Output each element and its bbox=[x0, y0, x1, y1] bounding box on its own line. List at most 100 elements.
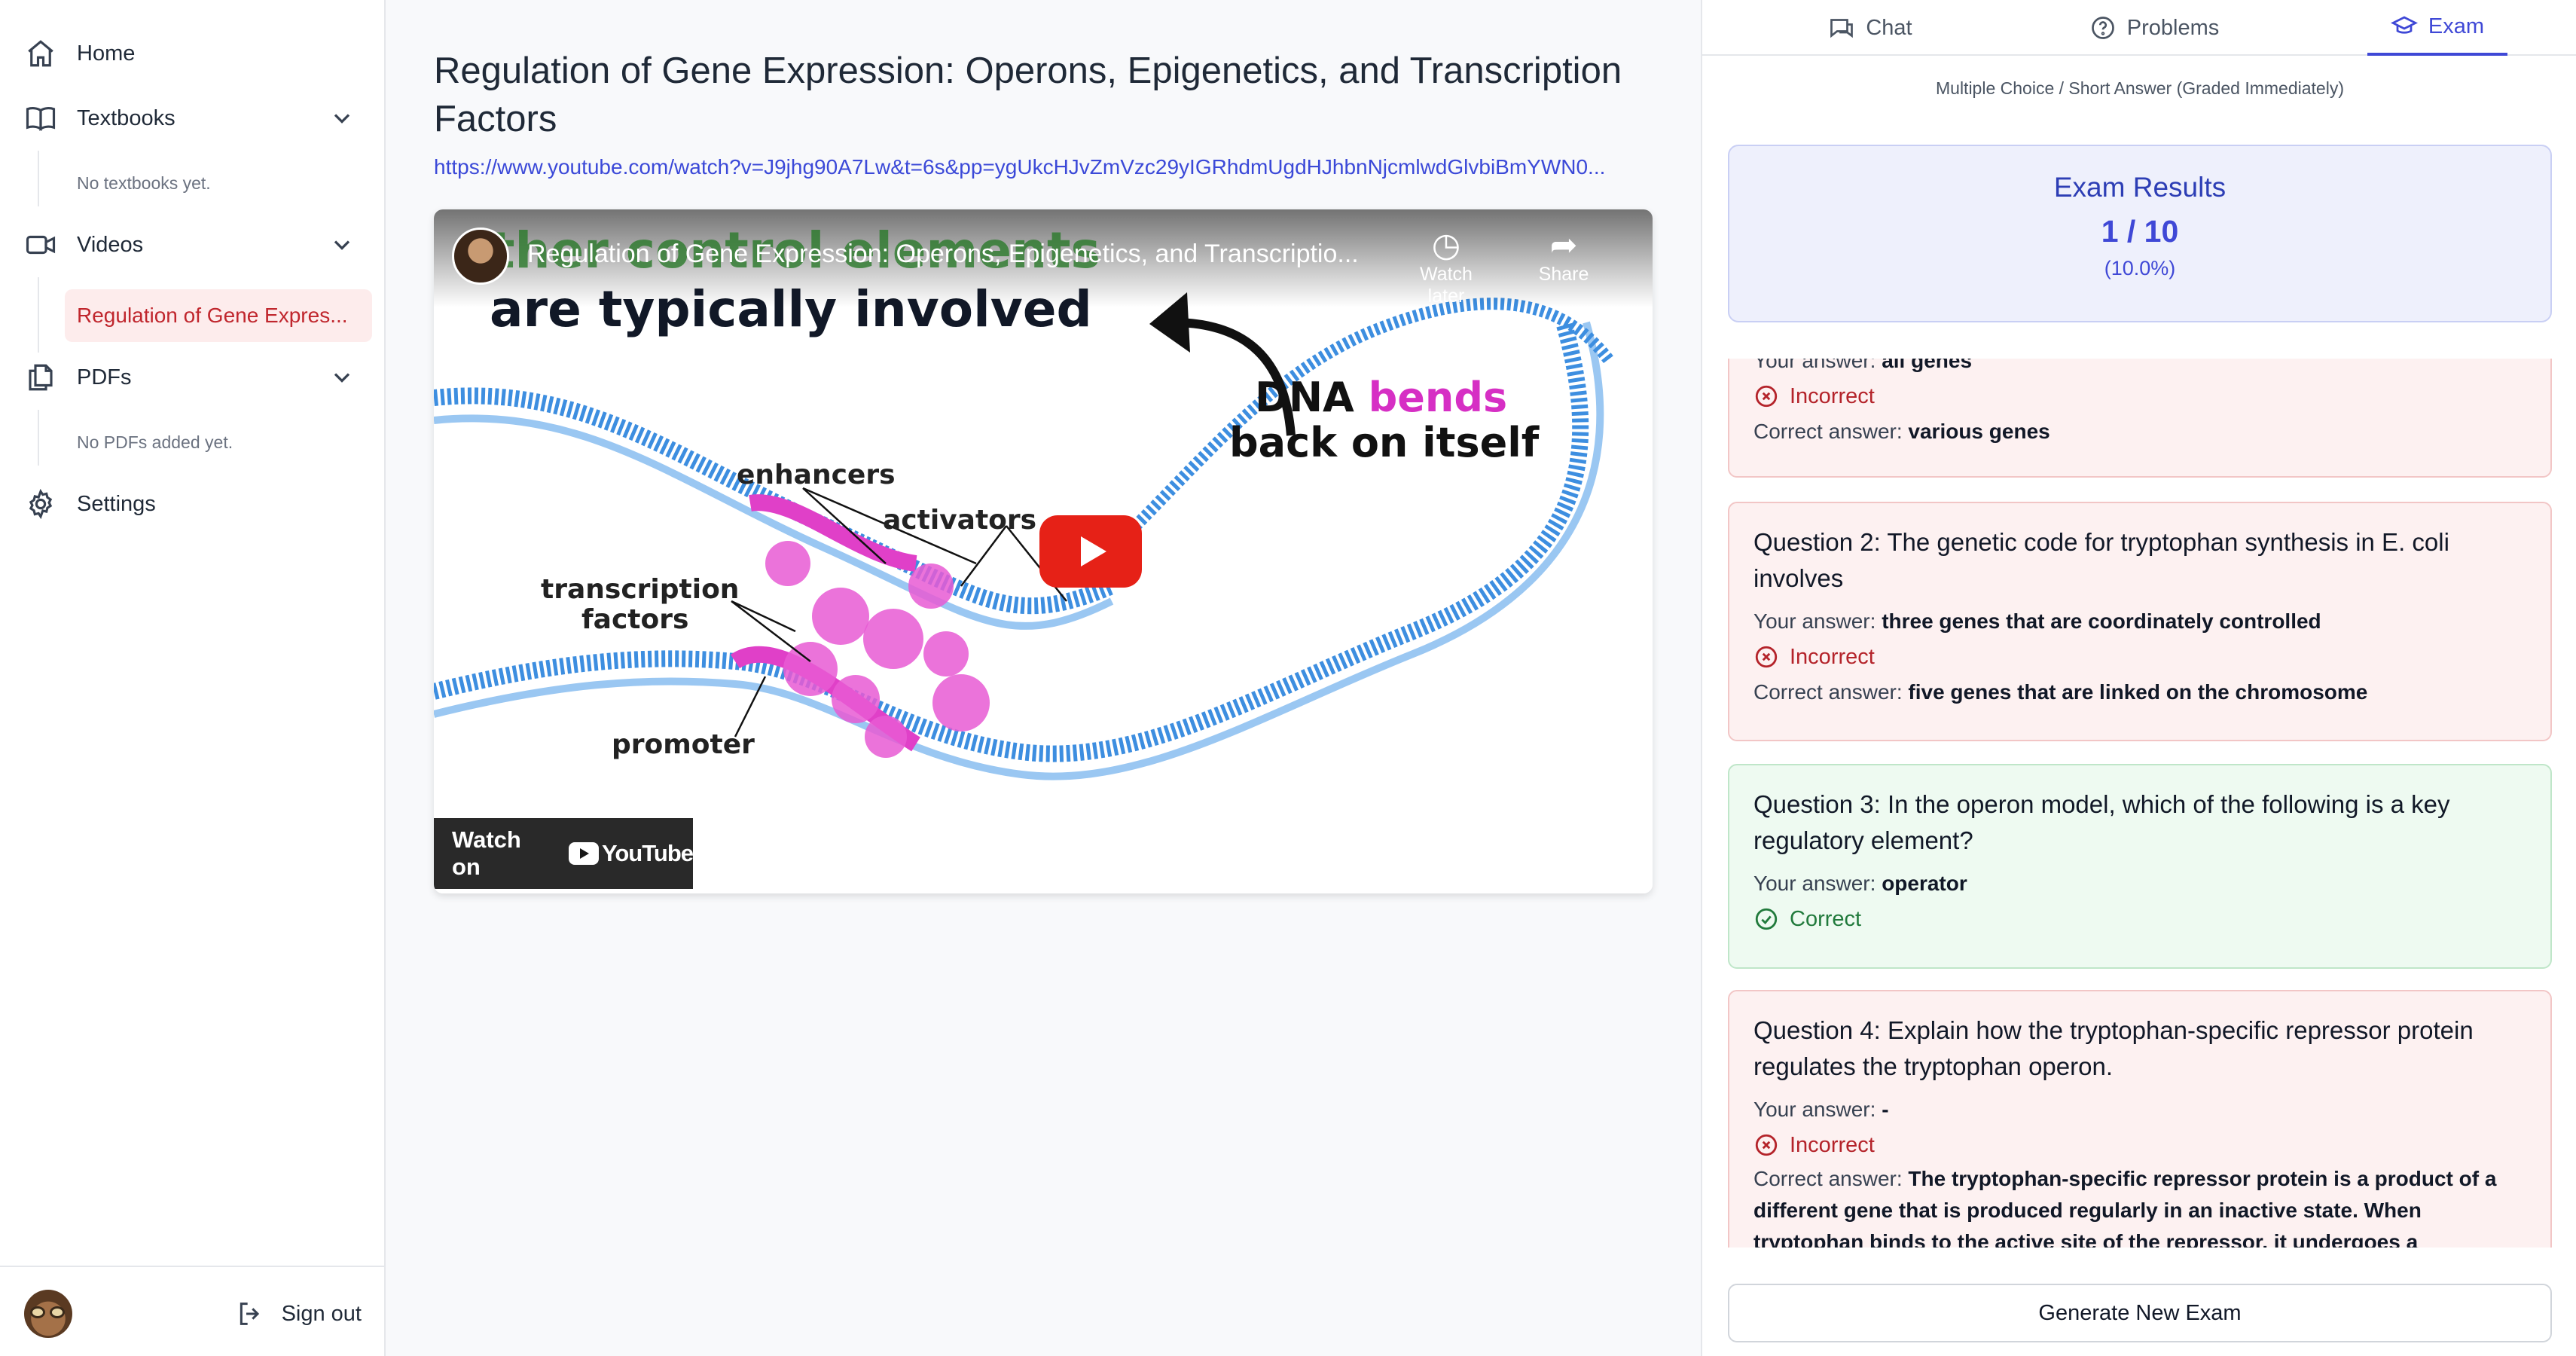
your-answer-value: operator bbox=[1882, 872, 1967, 895]
q1-correct-answer: Correct answer: various genes bbox=[1753, 414, 2526, 449]
nav-settings[interactable]: Settings bbox=[24, 478, 363, 530]
status-text: Incorrect bbox=[1790, 645, 1875, 669]
question-card-2: Question 2: The genetic code for tryptop… bbox=[1728, 502, 2552, 741]
video-url-link[interactable]: https://www.youtube.com/watch?v=J9jhg90A… bbox=[434, 155, 1606, 179]
nav-pdfs[interactable]: PDFs bbox=[24, 351, 363, 404]
q1-your-answer: Your answer: all genes bbox=[1753, 359, 2526, 378]
youtube-play-box bbox=[569, 842, 599, 865]
tab-problems-label: Problems bbox=[2126, 15, 2220, 40]
q4-status: Incorrect bbox=[1753, 1127, 2526, 1163]
q3-text: Question 3: In the operon model, which o… bbox=[1753, 790, 2450, 854]
nav-videos[interactable]: Videos bbox=[24, 218, 363, 271]
textbooks-subtree-line bbox=[38, 151, 39, 206]
q2-status: Incorrect bbox=[1753, 639, 2526, 675]
frame-label-activators: activators bbox=[883, 505, 1037, 536]
avatar[interactable] bbox=[24, 1290, 72, 1338]
x-circle-icon bbox=[1755, 1134, 1778, 1156]
x-circle-icon bbox=[1755, 646, 1778, 668]
q2-correct-answer: Correct answer: five genes that are link… bbox=[1753, 675, 2526, 710]
correct-answer-value: five genes that are linked on the chromo… bbox=[1908, 680, 2368, 704]
status-text: Incorrect bbox=[1790, 1133, 1875, 1157]
q4-your-answer: Your answer: - bbox=[1753, 1092, 2526, 1127]
question-circle-icon bbox=[2091, 17, 2114, 39]
nav-textbooks[interactable]: Textbooks bbox=[24, 92, 363, 145]
question-card-3: Question 3: In the operon model, which o… bbox=[1728, 764, 2552, 969]
watch-on-youtube-button[interactable]: Watch on YouTube bbox=[434, 818, 694, 889]
correct-answer-value: The tryptophan-specific repressor protei… bbox=[1753, 1167, 2497, 1248]
page-title: Regulation of Gene Expression: Operons, … bbox=[434, 50, 1622, 139]
tab-chat-label: Chat bbox=[1866, 15, 1912, 40]
watch-later-label: Watch later bbox=[1420, 264, 1473, 307]
your-answer-value: three genes that are coordinately contro… bbox=[1882, 609, 2321, 633]
question-results-list[interactable]: Your answer: all genes Incorrect Correct… bbox=[1728, 359, 2552, 1248]
chevron-down-icon[interactable] bbox=[328, 364, 356, 391]
q4-text: Question 4: Explain how the tryptophan-s… bbox=[1753, 1016, 2474, 1080]
watch-later-button[interactable]: ◷ Watch later bbox=[1401, 228, 1491, 307]
chat-bubble-icon bbox=[1830, 19, 1854, 38]
nav-settings-label: Settings bbox=[77, 491, 156, 516]
q2-your-answer: Your answer: three genes that are coordi… bbox=[1753, 604, 2526, 639]
study-panel: Chat Problems Exam Multiple Choice / Sho… bbox=[1701, 0, 2576, 1356]
clock-icon: ◷ bbox=[1431, 227, 1461, 264]
gear-icon bbox=[24, 487, 57, 521]
panel-tabs: Chat Problems Exam bbox=[1702, 0, 2576, 56]
exam-results-card: Exam Results 1 / 10 (10.0%) bbox=[1728, 145, 2552, 322]
chevron-down-icon[interactable] bbox=[328, 105, 356, 132]
nav-pdfs-label: PDFs bbox=[77, 365, 132, 389]
nav-home[interactable]: Home bbox=[24, 27, 363, 80]
correct-answer-value: various genes bbox=[1908, 420, 2050, 443]
frame-label-transcription: transcription bbox=[541, 574, 740, 605]
frame-label-enhancers: enhancers bbox=[737, 460, 896, 490]
status-text: Incorrect bbox=[1790, 384, 1875, 408]
frame-back-on-itself: back on itself bbox=[1229, 419, 1540, 466]
youtube-logo-icon: YouTube bbox=[569, 840, 694, 867]
your-answer-label: Your answer: bbox=[1753, 609, 1876, 633]
videos-subtree-line bbox=[38, 277, 39, 353]
channel-avatar[interactable] bbox=[452, 228, 509, 285]
q3-status: Correct bbox=[1753, 901, 2526, 937]
frame-label-promoter: promoter bbox=[612, 729, 755, 760]
document-copy-icon bbox=[24, 361, 57, 394]
generate-new-exam-button[interactable]: Generate New Exam bbox=[1728, 1284, 2552, 1342]
q2-text: Question 2: The genetic code for tryptop… bbox=[1753, 528, 2449, 592]
video-thumbnail bbox=[434, 209, 1653, 893]
chevron-down-icon[interactable] bbox=[328, 231, 356, 258]
exam-percent: (10.0%) bbox=[2104, 257, 2176, 279]
player-overlay-title[interactable]: Regulation of Gene Expression: Operons, … bbox=[527, 240, 1359, 268]
panel-footer: Generate New Exam bbox=[1702, 1248, 2576, 1356]
avatar-glasses-left bbox=[30, 1306, 45, 1318]
share-arrow-icon: ➦ bbox=[1549, 227, 1578, 264]
correct-answer-label: Correct answer: bbox=[1753, 680, 1903, 704]
sign-out-icon bbox=[240, 1303, 259, 1325]
exam-results-title: Exam Results bbox=[2053, 172, 2227, 203]
frame-heading-1: ther control elements bbox=[491, 221, 1100, 279]
question-card-4: Question 4: Explain how the tryptophan-s… bbox=[1728, 990, 2552, 1248]
sign-out-button[interactable]: Sign out bbox=[235, 1293, 362, 1335]
youtube-wordmark: YouTube bbox=[602, 840, 694, 866]
frame-bends-word: bends bbox=[1368, 374, 1508, 421]
watch-on-label: Watch on bbox=[452, 826, 521, 880]
tab-chat[interactable]: Chat bbox=[1800, 0, 1940, 56]
tab-problems[interactable]: Problems bbox=[2056, 0, 2252, 56]
video-player[interactable]: ther control elements are typically invo… bbox=[434, 209, 1653, 893]
pdfs-subtree-line bbox=[38, 410, 39, 466]
correct-answer-label: Correct answer: bbox=[1753, 1167, 1903, 1190]
q3-your-answer: Your answer: operator bbox=[1753, 866, 2526, 901]
tab-exam[interactable]: Exam bbox=[2367, 0, 2507, 56]
video-item-active[interactable]: Regulation of Gene Expres... bbox=[65, 289, 372, 342]
your-answer-value: all genes bbox=[1882, 359, 1973, 372]
sidebar-footer: Sign out bbox=[0, 1266, 384, 1356]
main-content: Regulation of Gene Expression: Operons, … bbox=[386, 0, 1701, 1356]
tab-exam-label: Exam bbox=[2428, 14, 2485, 38]
sign-out-label: Sign out bbox=[281, 1301, 362, 1326]
play-button[interactable] bbox=[1039, 515, 1142, 588]
your-answer-label: Your answer: bbox=[1753, 872, 1876, 895]
your-answer-label: Your answer: bbox=[1753, 1098, 1876, 1121]
q1-status: Incorrect bbox=[1753, 378, 2526, 414]
x-circle-icon bbox=[1755, 385, 1778, 408]
share-button[interactable]: ➦ Share bbox=[1518, 228, 1609, 286]
exam-mode-caption: Multiple Choice / Short Answer (Graded I… bbox=[1936, 78, 2344, 98]
your-answer-value: - bbox=[1882, 1098, 1889, 1121]
q4-correct-answer: Correct answer: The tryptophan-specific … bbox=[1753, 1163, 2526, 1248]
frame-dna-line: DNA bends bbox=[1255, 374, 1507, 421]
